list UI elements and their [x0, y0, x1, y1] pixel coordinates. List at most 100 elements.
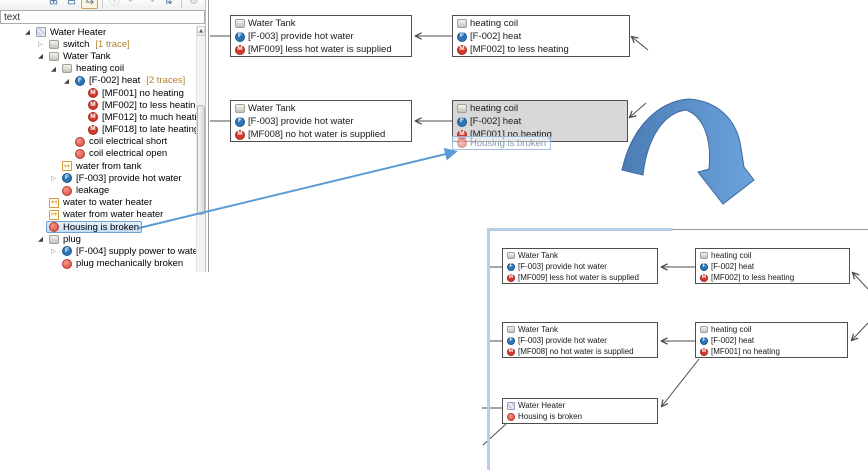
mal-icon: M: [88, 124, 98, 135]
tree-item-label: water from water heater: [63, 209, 164, 221]
tree-item-labelbox[interactable]: leakage: [59, 185, 112, 197]
node-title: Water Tank: [248, 103, 296, 114]
fm-icon: [62, 185, 72, 196]
tree-item-labelbox[interactable]: plug mechanically broken: [59, 258, 186, 270]
expander-closed-icon[interactable]: ▷: [51, 174, 56, 183]
tree-item-label: [F-002] heat: [89, 75, 141, 87]
scrollbar-thumb[interactable]: [197, 105, 205, 215]
tree-item[interactable]: ◢heating coil: [0, 63, 196, 75]
sort-button[interactable]: ⇅: [160, 0, 177, 9]
tree-item-labelbox[interactable]: M[MF001] no heating: [85, 87, 187, 99]
scroll-up-icon[interactable]: ▲: [197, 26, 205, 36]
tree-item[interactable]: ◢Water Heater: [0, 26, 196, 38]
forward-button[interactable]: ↷: [142, 0, 159, 9]
tree-item[interactable]: M[MF001] no heating: [0, 87, 196, 99]
portout-icon: ↦: [49, 209, 59, 220]
result-panel-left-border: [487, 228, 490, 470]
back-button[interactable]: ↶: [124, 0, 141, 9]
tree-item-labelbox[interactable]: M[MF002] to less heating: [85, 99, 196, 111]
node-title: heating coil: [711, 251, 752, 260]
func-icon: F: [235, 116, 245, 127]
toolbar: ⊞⊟ ⇆ ⓘ ↶↷⇅ ⚙: [0, 0, 205, 10]
tree-item[interactable]: ↤water to water heater: [0, 197, 196, 209]
tree-item-labelbox[interactable]: F[F-002] heat[2 traces]: [72, 75, 188, 87]
expander-open-icon[interactable]: ◢: [64, 76, 69, 85]
sys-icon: [36, 27, 46, 38]
tree-item[interactable]: ↦ water from water heater: [0, 209, 196, 221]
tree-scrollbar[interactable]: ▲: [196, 26, 205, 272]
tree-item-labelbox[interactable]: ↦ water from water heater: [46, 209, 166, 221]
trace-count: [1 trace]: [95, 38, 130, 50]
expander-closed-icon[interactable]: ▷: [38, 40, 43, 49]
expander-open-icon[interactable]: ◢: [38, 235, 43, 244]
mal-icon: M: [88, 100, 98, 111]
tree-item[interactable]: ▷switch[1 trace]: [0, 38, 196, 50]
tree-item-labelbox[interactable]: ↤water to water heater: [46, 197, 155, 209]
tree-item[interactable]: Housing is broken: [0, 221, 196, 234]
filter-input[interactable]: [0, 10, 205, 24]
fm-icon: [75, 148, 85, 159]
expand-all-button[interactable]: ⊞: [45, 0, 62, 9]
comp-icon: [700, 326, 708, 333]
tree-item[interactable]: ◢plug: [0, 233, 196, 245]
tree-item[interactable]: coil electrical short: [0, 136, 196, 148]
tree-item-label: water to water heater: [63, 197, 153, 209]
tree: ◢Water Heater▷switch[1 trace]◢Water Tank…: [0, 26, 196, 272]
tree-item[interactable]: M[MF002] to less heating: [0, 99, 196, 111]
expander-closed-icon[interactable]: ▷: [51, 247, 56, 256]
tree-item-labelbox[interactable]: coil electrical open: [72, 148, 170, 160]
info-button[interactable]: ⓘ: [106, 0, 123, 9]
tree-item-labelbox[interactable]: M[MF012] to much heating: [85, 111, 196, 123]
node-item-label: [MF002] to less heating: [711, 273, 795, 282]
tree-item-labelbox[interactable]: Water Tank: [46, 50, 114, 62]
node-item-label: [F-002] heat: [711, 262, 755, 271]
func-icon: F: [700, 336, 708, 345]
tree-item-labelbox[interactable]: Water Heater: [33, 26, 109, 38]
collapse-all-button[interactable]: ⊟: [63, 0, 80, 9]
tree-item-labelbox[interactable]: ↦water from tank: [59, 160, 144, 172]
tree-item[interactable]: ▷F[F-003] provide hot water: [0, 172, 196, 184]
info-icon: ⓘ: [109, 0, 120, 7]
tree-item[interactable]: plug mechanically broken: [0, 258, 196, 270]
tree-item[interactable]: coil electrical open: [0, 148, 196, 160]
tree-item[interactable]: M[MF012] to much heating: [0, 111, 196, 123]
tree-item-labelbox[interactable]: heating coil: [59, 63, 127, 75]
expander-open-icon[interactable]: ◢: [38, 52, 43, 61]
tree-item[interactable]: ↦water from tank: [0, 160, 196, 172]
tree-item[interactable]: M[MF018] to late heating: [0, 124, 196, 136]
node-item-label: [MF001] no heating: [711, 347, 780, 356]
tree-item-labelbox[interactable]: coil electrical short: [72, 136, 170, 148]
mal-icon: M: [507, 347, 515, 356]
tree-item-labelbox[interactable]: F[F-003] provide hot water: [59, 172, 185, 184]
tree-item-labelbox[interactable]: M[MF018] to late heating: [85, 124, 196, 136]
node-item-label: [MF008] no hot water is supplied: [248, 129, 386, 140]
node-item-label: [F-002] heat: [470, 31, 522, 42]
expander-open-icon[interactable]: ◢: [51, 64, 56, 73]
link-with-editor-button[interactable]: ⇆: [81, 0, 98, 9]
expander-open-icon[interactable]: ◢: [25, 28, 30, 37]
tree-item-labelbox[interactable]: plug: [46, 233, 84, 245]
link-with-editor-icon: ⇆: [84, 0, 95, 7]
fm-icon: [75, 136, 85, 147]
tree-item[interactable]: leakage: [0, 184, 196, 196]
comp-icon: [507, 326, 515, 333]
tree-item-label: Water Tank: [63, 50, 111, 62]
tree-item-labelbox[interactable]: switch[1 trace]: [46, 38, 133, 50]
mal-icon: M: [700, 273, 708, 282]
tree-item[interactable]: ◢ Water Tank: [0, 50, 196, 62]
tree-item-selected[interactable]: Housing is broken: [46, 221, 143, 234]
node-item-label: [MF001] no heating: [470, 129, 552, 140]
view-menu-button[interactable]: ⚙: [185, 0, 202, 9]
tree-item[interactable]: ◢F[F-002] heat[2 traces]: [0, 75, 196, 87]
